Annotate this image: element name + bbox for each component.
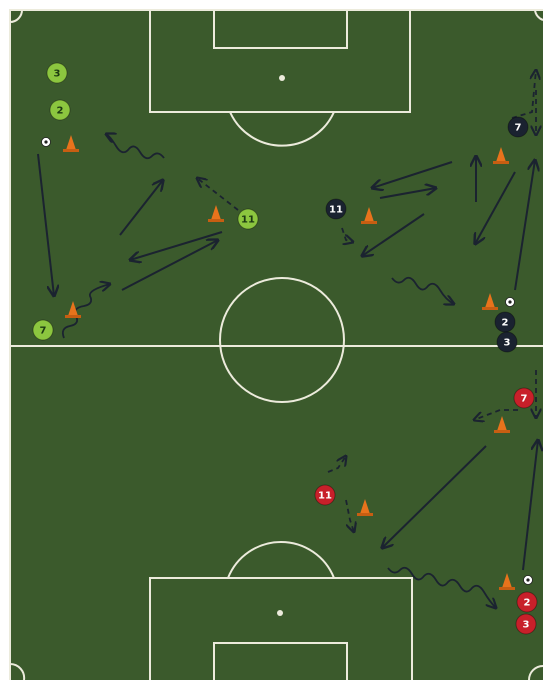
player-marker: 11 xyxy=(315,485,335,505)
player-marker: 2 xyxy=(50,100,70,120)
player-marker: 7 xyxy=(514,388,534,408)
soccer-ball-icon xyxy=(42,138,51,147)
player-number: 11 xyxy=(329,205,343,216)
bottom-penalty-spot xyxy=(277,610,283,616)
soccer-ball-icon xyxy=(524,576,533,585)
player-marker: 3 xyxy=(516,614,536,634)
soccer-ball-icon xyxy=(506,298,515,307)
player-number: 11 xyxy=(318,491,332,502)
player-marker: 11 xyxy=(238,209,258,229)
player-marker: 7 xyxy=(508,117,528,137)
player-number: 3 xyxy=(504,338,511,349)
player-marker: 2 xyxy=(495,312,515,332)
player-number: 7 xyxy=(515,123,522,134)
player-number: 2 xyxy=(502,318,509,329)
player-marker: 7 xyxy=(33,320,53,340)
player-number: 11 xyxy=(241,215,255,226)
player-marker: 11 xyxy=(326,199,346,219)
player-number: 3 xyxy=(523,620,530,631)
player-number: 7 xyxy=(40,326,47,337)
player-number: 2 xyxy=(524,598,531,609)
player-number: 3 xyxy=(54,69,61,80)
player-number: 2 xyxy=(57,106,64,117)
top-penalty-spot xyxy=(279,75,285,81)
player-marker: 2 xyxy=(517,592,537,612)
player-marker: 3 xyxy=(497,332,517,352)
player-marker: 3 xyxy=(47,63,67,83)
player-number: 7 xyxy=(521,394,528,405)
